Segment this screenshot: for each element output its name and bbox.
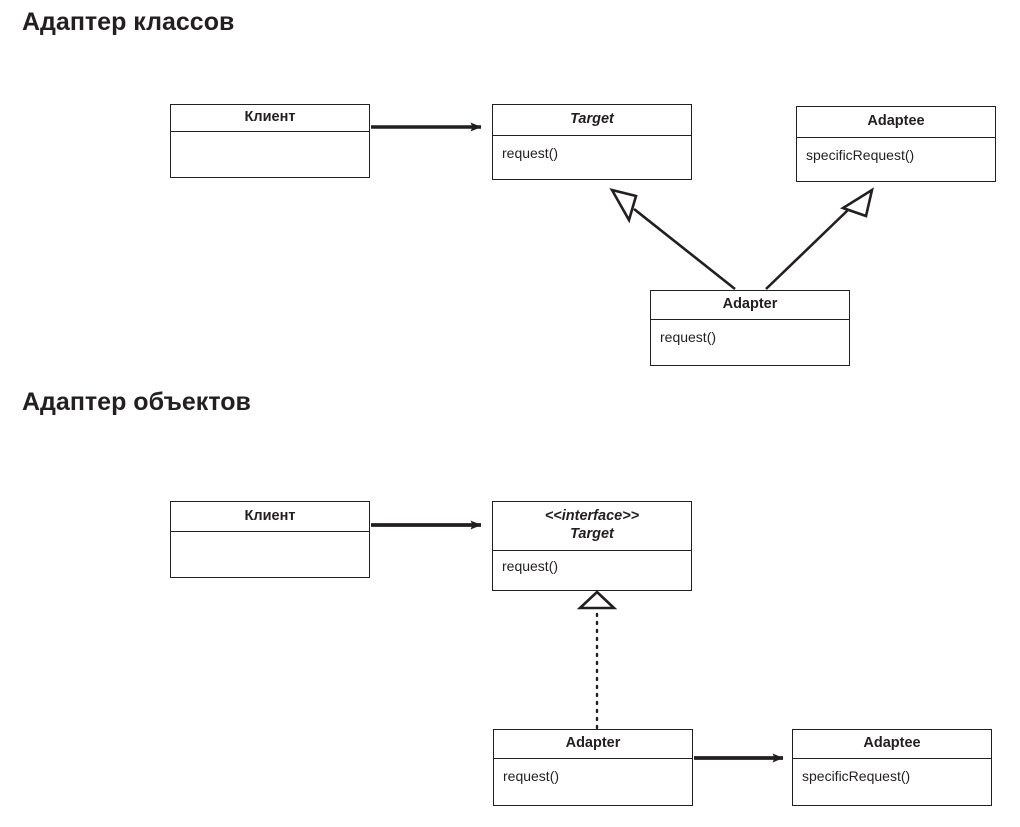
uml-class-members-client-top xyxy=(171,132,369,177)
section-title-object-adapter: Адаптер объектов xyxy=(22,388,251,416)
uml-member: specificRequest() xyxy=(806,147,915,163)
uml-class-name-adaptee-bottom: Adaptee xyxy=(793,730,991,759)
class-name-text: Target xyxy=(570,526,614,542)
uml-class-members-client-bottom xyxy=(171,532,369,579)
uml-class-name-adapter-top: Adapter xyxy=(651,291,849,320)
uml-class-name-adapter-bottom: Adapter xyxy=(494,730,692,759)
class-name-text: Adapter xyxy=(722,296,778,313)
uml-class-client-top[interactable]: Клиент xyxy=(170,104,370,178)
uml-member: request() xyxy=(660,329,717,345)
uml-class-adapter-bottom[interactable]: Adapter request() xyxy=(493,729,693,806)
uml-class-name-target-top: Target xyxy=(493,105,691,136)
section-title-class-adapter: Адаптер классов xyxy=(22,8,235,36)
relation-adapter-generalizes-adaptee-top xyxy=(765,187,874,290)
uml-interface-name-target-bottom: <<interface>> Target xyxy=(493,502,691,551)
class-name-text: Клиент xyxy=(244,507,296,524)
uml-member: request() xyxy=(503,768,560,784)
class-name-text: Adapter xyxy=(565,735,621,752)
relation-adapter-generalizes-target-top xyxy=(609,188,736,291)
uml-class-members-adaptee-bottom: specificRequest() xyxy=(793,759,991,805)
class-name-text: Клиент xyxy=(244,109,296,126)
uml-class-members-adaptee-top: specificRequest() xyxy=(797,138,995,181)
uml-member: specificRequest() xyxy=(802,768,911,784)
uml-stereotype-text: <<interface>> xyxy=(544,508,640,525)
uml-class-members-adapter-bottom: request() xyxy=(494,759,692,805)
class-name-text: Adaptee xyxy=(867,113,925,130)
uml-class-adaptee-top[interactable]: Adaptee specificRequest() xyxy=(796,106,996,182)
relation-adapter-realizes-target-bottom xyxy=(576,590,618,730)
uml-class-members-target-top: request() xyxy=(493,136,691,179)
class-name-text: Target xyxy=(570,111,614,128)
uml-class-adapter-top[interactable]: Adapter request() xyxy=(650,290,850,366)
uml-interface-target-bottom[interactable]: <<interface>> Target request() xyxy=(492,501,692,591)
uml-interface-members-target-bottom: request() xyxy=(493,551,691,592)
uml-class-members-adapter-top: request() xyxy=(651,320,849,365)
uml-class-adaptee-bottom[interactable]: Adaptee specificRequest() xyxy=(792,729,992,806)
uml-class-name-adaptee-top: Adaptee xyxy=(797,107,995,138)
uml-class-target-top[interactable]: Target request() xyxy=(492,104,692,180)
class-name-text: Adaptee xyxy=(863,735,921,752)
uml-member: request() xyxy=(502,558,559,574)
uml-class-name-client-top: Клиент xyxy=(171,105,369,132)
uml-member: request() xyxy=(502,145,559,161)
uml-class-client-bottom[interactable]: Клиент xyxy=(170,501,370,578)
uml-class-name-client-bottom: Клиент xyxy=(171,502,369,532)
